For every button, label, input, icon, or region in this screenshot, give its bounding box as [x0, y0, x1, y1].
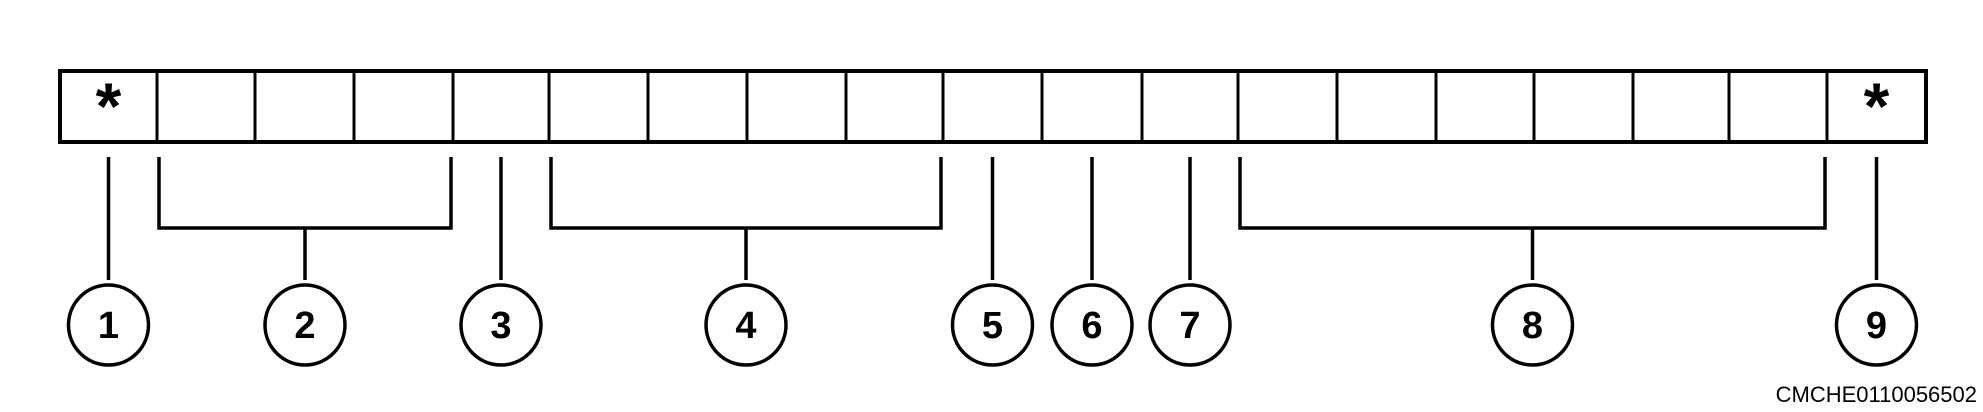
cell-row [58, 69, 1928, 144]
callout-8: 8 [1238, 157, 1827, 367]
cell-row-frame [58, 69, 1928, 144]
end-asterisk: * [1864, 69, 1890, 143]
callout-circle-6 [1050, 283, 1134, 367]
callout-circle-7 [1148, 283, 1232, 367]
callout-2: 2 [157, 157, 453, 367]
callout-4: 4 [549, 157, 943, 367]
callout-number-2: 2 [294, 305, 315, 347]
callout-bracket-8 [1238, 157, 1827, 230]
callout-number-8: 8 [1522, 305, 1543, 347]
callout-circle-9 [1834, 283, 1919, 367]
delimiter-symbols: ** [96, 69, 1890, 143]
callout-circle-8 [1490, 283, 1575, 367]
callout-circle-5 [950, 283, 1035, 367]
callout-3: 3 [459, 157, 543, 367]
callout-bracket-4 [549, 157, 943, 230]
callout-number-9: 9 [1866, 305, 1887, 347]
callout-number-6: 6 [1081, 305, 1102, 347]
callout-number-7: 7 [1179, 305, 1200, 347]
callout-number-4: 4 [735, 305, 756, 347]
callout-7: 7 [1148, 157, 1232, 367]
cell-19 [1825, 69, 1928, 144]
callout-circle-4 [704, 283, 788, 367]
callout-5: 5 [950, 157, 1035, 367]
callout-number-5: 5 [982, 305, 1003, 347]
figure-code: CMCHE0110056502 [1775, 382, 1977, 407]
callout-number-3: 3 [490, 305, 511, 347]
callout-circle-2 [263, 283, 347, 367]
callout-circle-1 [66, 283, 151, 367]
callouts: 1 2 3 4 5 6 7 8 9 [66, 157, 1919, 367]
callout-9: 9 [1834, 157, 1919, 367]
callout-1: 1 [66, 157, 151, 367]
callout-circle-3 [459, 283, 543, 367]
callout-6: 6 [1050, 157, 1134, 367]
callout-bracket-2 [157, 157, 453, 230]
callout-number-1: 1 [98, 305, 119, 347]
start-asterisk: * [96, 69, 122, 143]
